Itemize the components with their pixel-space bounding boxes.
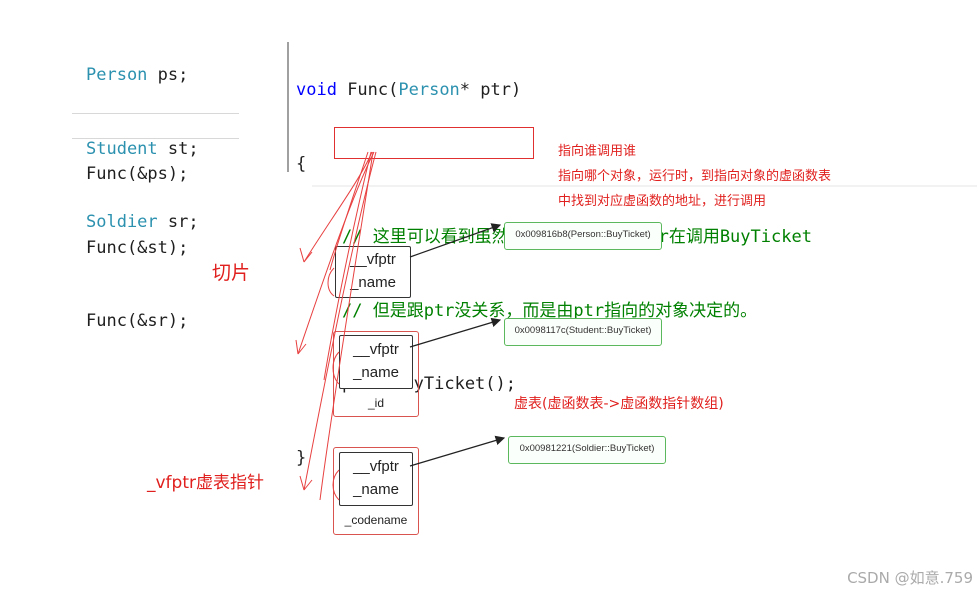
- call-highlight-box: [334, 127, 534, 159]
- vfptr-label: _vfptr虚表指针: [147, 473, 264, 493]
- func-open-brace: {: [296, 153, 307, 174]
- student-vtable-entry: 0x0098117c(Student::BuyTicket): [504, 318, 662, 346]
- person-vtable-entry: 0x009816b8(Person::BuyTicket): [504, 222, 662, 250]
- watermark: CSDN @如意.759: [847, 569, 973, 587]
- person-name-field: _name: [350, 274, 396, 291]
- note-line-3: 中找到对应虚函数的地址，进行调用: [558, 194, 767, 209]
- func-comment-2: // 但是跟ptr没关系，而是由ptr指向的对象决定的。: [342, 300, 758, 321]
- person-vfptr-arrow: [409, 223, 502, 258]
- call-st: Func(&st);: [86, 237, 189, 258]
- declarations-block: Person ps; Student st; Soldier sr;: [86, 14, 199, 259]
- person-vfptr: __vfptr: [350, 251, 396, 268]
- call-ps: Func(&ps);: [86, 164, 189, 184]
- soldier-base-part: __vfptr _name: [339, 452, 413, 506]
- vtable-label: 虚表(虚函数表->虚函数指针数组): [514, 396, 724, 412]
- note-line-1: 指向谁调用谁: [558, 144, 637, 159]
- soldier-vfptr: __vfptr: [353, 458, 399, 475]
- student-id-field: _id: [367, 396, 384, 410]
- current-line-highlight: [72, 113, 239, 139]
- decl-student: Student st;: [86, 138, 199, 159]
- fold-guide: [287, 42, 289, 172]
- student-name-field: _name: [353, 364, 399, 381]
- ptr-pointing-strokes: [295, 151, 377, 501]
- explanation-note: 指向谁调用谁 指向哪个对象，运行时，到指向对象的虚函数表 中找到对应虚函数的地址…: [558, 139, 831, 214]
- soldier-codename-field: _codename: [344, 513, 408, 527]
- student-base-part: __vfptr _name: [339, 335, 413, 389]
- soldier-name-field: _name: [353, 481, 399, 498]
- soldier-vfptr-arrow: [409, 435, 506, 467]
- decl-person: Person ps;: [86, 65, 189, 85]
- func-close-brace: }: [296, 447, 307, 468]
- note-line-2: 指向哪个对象，运行时，到指向对象的虚函数表: [558, 169, 832, 184]
- func-signature: void Func(Person* ptr): [296, 80, 522, 100]
- soldier-vtable-entry: 0x00981221(Soldier::BuyTicket): [508, 436, 666, 464]
- slice-label: 切片: [212, 262, 251, 284]
- call-sr: Func(&sr);: [86, 311, 189, 331]
- student-vfptr-arrow: [409, 317, 502, 348]
- calls-block: Func(&ps); Func(&st); Func(&sr);: [86, 113, 188, 358]
- decl-soldier: Soldier sr;: [86, 212, 199, 232]
- student-vfptr: __vfptr: [353, 341, 399, 358]
